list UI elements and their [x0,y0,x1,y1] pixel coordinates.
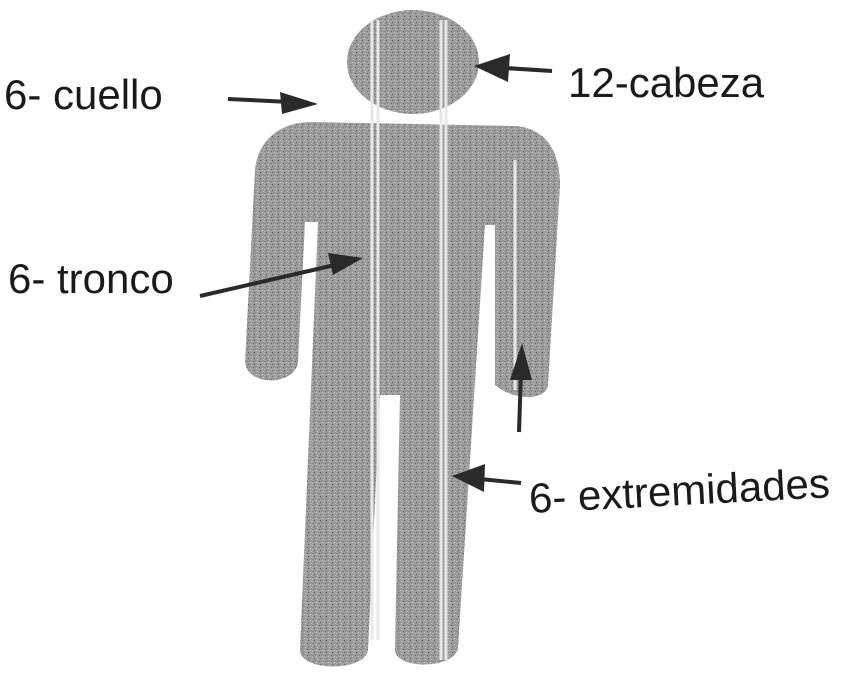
label-cuello: 6- cuello [4,74,163,116]
label-tronco: 6- tronco [8,258,174,300]
arrow-cuello [228,92,318,114]
arrow-cabeza [474,54,552,82]
head-shape [347,10,479,114]
label-cabeza: 12-cabeza [568,62,764,104]
body-shape [245,122,560,667]
